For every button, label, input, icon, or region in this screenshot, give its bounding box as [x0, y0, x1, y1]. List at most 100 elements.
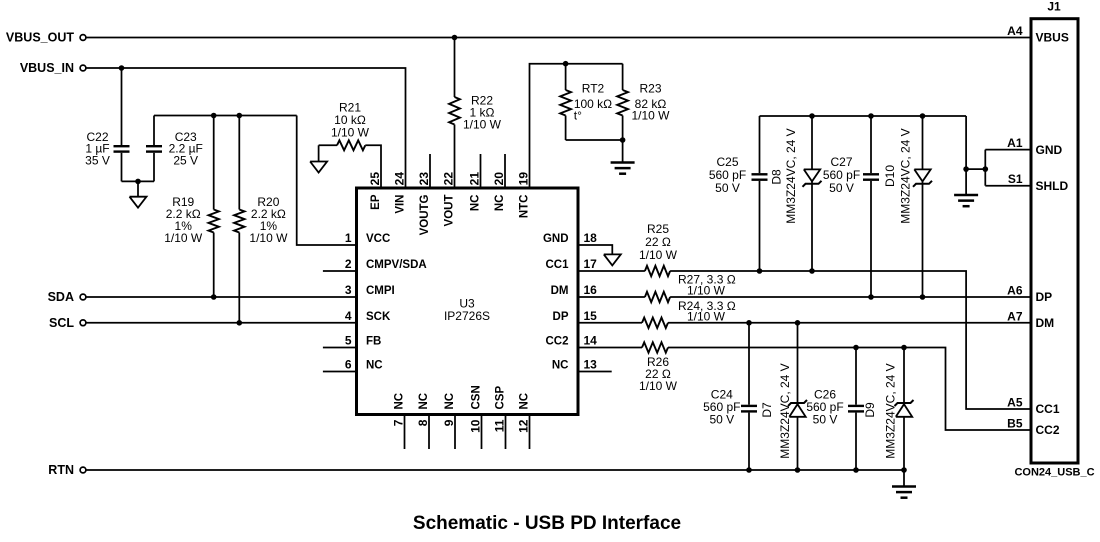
svg-text:CSN: CSN	[471, 385, 483, 409]
svg-text:1: 1	[345, 231, 352, 245]
svg-text:R22: R22	[471, 94, 493, 108]
svg-text:15: 15	[584, 309, 598, 323]
svg-text:CC1: CC1	[545, 259, 569, 271]
svg-text:2: 2	[345, 257, 352, 271]
svg-text:SCK: SCK	[366, 311, 391, 323]
svg-text:9: 9	[442, 419, 456, 426]
svg-text:CMPI: CMPI	[366, 285, 395, 297]
svg-text:18: 18	[584, 231, 598, 245]
svg-text:2.2 kΩ: 2.2 kΩ	[166, 207, 201, 221]
svg-text:MM3Z24VC, 24 V: MM3Z24VC, 24 V	[784, 128, 798, 223]
svg-text:SDA: SDA	[48, 290, 74, 304]
svg-text:VCC: VCC	[366, 233, 390, 245]
svg-text:1/10 W: 1/10 W	[687, 310, 726, 324]
svg-text:560 pF: 560 pF	[703, 400, 740, 414]
svg-text:10: 10	[469, 419, 483, 433]
svg-text:1/10 W: 1/10 W	[639, 379, 678, 393]
svg-text:R19: R19	[172, 195, 194, 209]
svg-text:NC: NC	[418, 393, 430, 410]
svg-text:A1: A1	[1007, 136, 1023, 150]
svg-text:1/10 W: 1/10 W	[631, 109, 670, 123]
svg-text:6: 6	[345, 358, 352, 372]
svg-text:VIN: VIN	[395, 195, 407, 214]
svg-text:C26: C26	[814, 388, 836, 402]
svg-text:R23: R23	[639, 82, 661, 96]
svg-text:1/10 W: 1/10 W	[463, 117, 502, 131]
svg-text:RT2: RT2	[582, 82, 605, 96]
svg-text:RTN: RTN	[48, 463, 74, 477]
svg-text:MM3Z24VC, 24 V: MM3Z24VC, 24 V	[899, 128, 913, 223]
svg-text:2.2 µF: 2.2 µF	[169, 142, 203, 156]
svg-text:R25: R25	[647, 222, 669, 236]
svg-text:13: 13	[584, 358, 598, 372]
svg-text:C23: C23	[175, 130, 197, 144]
svg-text:FB: FB	[366, 336, 381, 348]
svg-text:C22: C22	[86, 130, 108, 144]
svg-text:19: 19	[517, 172, 531, 186]
svg-text:22 Ω: 22 Ω	[645, 367, 671, 381]
svg-text:NC: NC	[519, 393, 531, 410]
svg-text:C24: C24	[711, 388, 733, 402]
svg-text:35 V: 35 V	[85, 153, 110, 167]
svg-text:C27: C27	[830, 155, 852, 169]
svg-text:D10: D10	[883, 165, 897, 187]
svg-text:1/10 W: 1/10 W	[249, 231, 288, 245]
svg-text:560 pF: 560 pF	[709, 168, 746, 182]
svg-text:CC2: CC2	[1036, 423, 1060, 437]
svg-text:22: 22	[442, 172, 456, 186]
svg-text:DP: DP	[1036, 290, 1053, 304]
svg-text:VBUS_OUT: VBUS_OUT	[6, 31, 74, 45]
svg-text:560 pF: 560 pF	[823, 168, 860, 182]
svg-text:1%: 1%	[260, 219, 278, 233]
svg-text:MM3Z24VC, 24 V: MM3Z24VC, 24 V	[778, 363, 792, 458]
svg-text:A5: A5	[1007, 396, 1023, 410]
svg-text:50 V: 50 V	[709, 413, 734, 427]
svg-text:1 kΩ: 1 kΩ	[470, 106, 495, 120]
svg-text:25: 25	[368, 172, 382, 186]
svg-text:2.2 kΩ: 2.2 kΩ	[251, 207, 286, 221]
svg-text:J1: J1	[1047, 0, 1061, 14]
svg-text:CON24_USB_C: CON24_USB_C	[1014, 466, 1094, 478]
svg-text:10 kΩ: 10 kΩ	[334, 113, 366, 127]
svg-text:1%: 1%	[175, 219, 193, 233]
svg-text:1 µF: 1 µF	[85, 142, 109, 156]
svg-text:1/10 W: 1/10 W	[687, 283, 726, 297]
svg-text:GND: GND	[1036, 143, 1063, 157]
svg-text:NC: NC	[366, 360, 383, 372]
svg-text:11: 11	[493, 419, 507, 432]
svg-text:24: 24	[393, 172, 407, 186]
svg-text:MM3Z24VC, 24 V: MM3Z24VC, 24 V	[884, 363, 898, 458]
svg-text:D7: D7	[760, 402, 774, 418]
svg-text:12: 12	[517, 419, 531, 433]
svg-text:U3: U3	[459, 297, 475, 311]
svg-text:50 V: 50 V	[829, 181, 854, 195]
svg-text:DM: DM	[1036, 316, 1055, 330]
svg-text:D8: D8	[770, 169, 784, 185]
svg-text:R26: R26	[647, 355, 669, 369]
svg-text:3: 3	[345, 283, 352, 297]
svg-text:t°: t°	[574, 109, 582, 123]
svg-text:VBUS_IN: VBUS_IN	[20, 61, 74, 75]
svg-text:100 kΩ: 100 kΩ	[574, 97, 612, 111]
svg-text:Schematic - USB PD Interface: Schematic - USB PD Interface	[413, 513, 681, 534]
svg-text:B5: B5	[1007, 417, 1023, 431]
svg-text:50 V: 50 V	[715, 181, 740, 195]
svg-text:1/10 W: 1/10 W	[639, 248, 678, 262]
svg-text:82 kΩ: 82 kΩ	[635, 97, 667, 111]
svg-text:A4: A4	[1007, 24, 1023, 38]
svg-text:NC: NC	[552, 360, 569, 372]
svg-text:VBUS: VBUS	[1036, 31, 1069, 45]
svg-text:VOUT: VOUT	[444, 195, 456, 227]
svg-text:7: 7	[392, 419, 406, 426]
svg-text:D9: D9	[863, 402, 877, 418]
svg-text:25 V: 25 V	[173, 153, 198, 167]
svg-text:20: 20	[492, 172, 506, 186]
svg-text:IP2726S: IP2726S	[444, 309, 490, 323]
svg-text:CMPV/SDA: CMPV/SDA	[366, 259, 427, 271]
svg-text:4: 4	[345, 309, 352, 323]
svg-text:DM: DM	[551, 285, 569, 297]
svg-text:50 V: 50 V	[813, 413, 838, 427]
svg-text:SHLD: SHLD	[1036, 179, 1069, 193]
svg-text:8: 8	[416, 419, 430, 426]
svg-text:A6: A6	[1007, 284, 1023, 298]
